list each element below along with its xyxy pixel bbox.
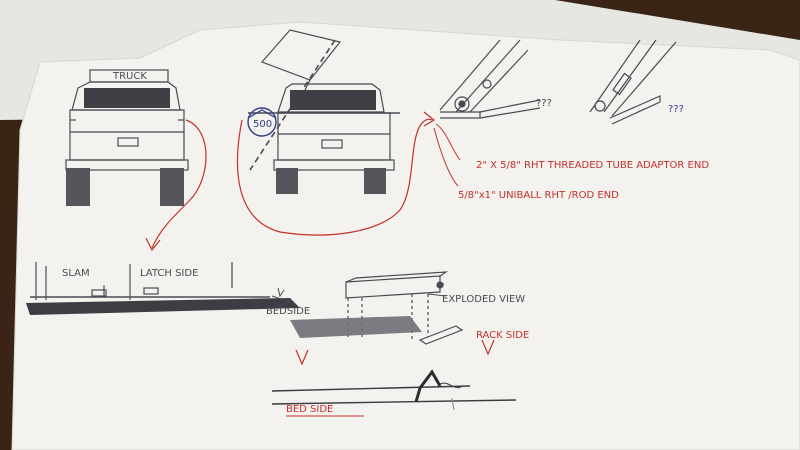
side-section-view [30,262,270,300]
truck-rear-view-closed [65,69,189,206]
red-arrow-down [151,119,207,249]
hinge-detail-sketch [439,39,541,119]
left-wheel-2 [276,168,298,194]
red-loop-truck [236,118,433,236]
latch-right [143,287,159,295]
strut-body [612,72,632,96]
topper-label: TRUCK [112,71,147,82]
bed-side-label: BED SIDE [286,404,333,415]
main-paper [12,22,800,450]
bed-surface-hatch [290,316,422,338]
bed-rail-section [26,298,300,315]
rear-window-2 [290,90,376,110]
bumper [65,159,189,171]
bedside-label: BEDSIDE [266,306,310,317]
rack-side-label: RACK SIDE [476,330,529,341]
paper-edge [11,21,800,450]
right-wheel [160,168,184,206]
hinge-detail-sketch-2 [589,39,677,125]
rear-window [84,88,170,108]
right-wheel-2 [364,168,386,194]
pivot-ball [454,96,470,112]
bottom-bracket [418,325,464,345]
latch-side-label: LATCH SIDE [140,268,198,279]
license-plate-2 [321,139,343,149]
latch-left [91,289,107,297]
exploded-view-label: EXPLODED VIEW [442,294,525,305]
small-question-text: ??? [536,98,552,109]
slam-label: SLAM [62,268,90,279]
detail-circle-label: 500 [253,119,272,130]
top-plate [345,275,441,299]
raised-topper-lid [260,29,342,81]
tube-adapter-label: 2" X 5/8" RHT THREADED TUBE ADAPTOR END [476,160,709,171]
left-wheel [66,168,90,206]
license-plate [117,137,139,147]
rod-end-label: 5/8"x1" UNIBALL RHT /ROD END [458,190,619,201]
bumper-2 [273,159,395,171]
bed-side-profile [271,369,517,411]
truck-rear-view-open [248,29,400,194]
cab2-outline [277,83,385,113]
base-bracket [440,111,481,119]
red-arrow-right [481,339,495,356]
red-arrow-left [295,349,309,366]
hinge-bracket-profile [414,369,442,403]
big-question-text: ??? [668,104,684,115]
hinge-swing-line [249,39,336,171]
cab-outline [71,81,181,111]
detail-circle [247,107,277,137]
exploded-view [345,271,464,345]
